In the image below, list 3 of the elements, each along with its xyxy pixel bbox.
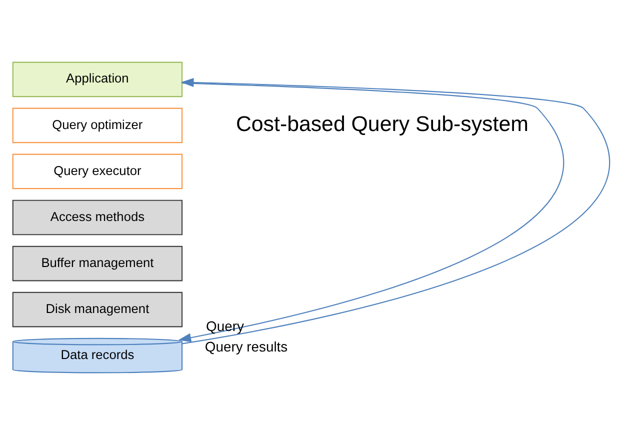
label: Cost-based Query Sub-system	[236, 112, 528, 136]
edge-label: Query	[206, 318, 244, 334]
edge-label: Query results	[204, 338, 288, 354]
